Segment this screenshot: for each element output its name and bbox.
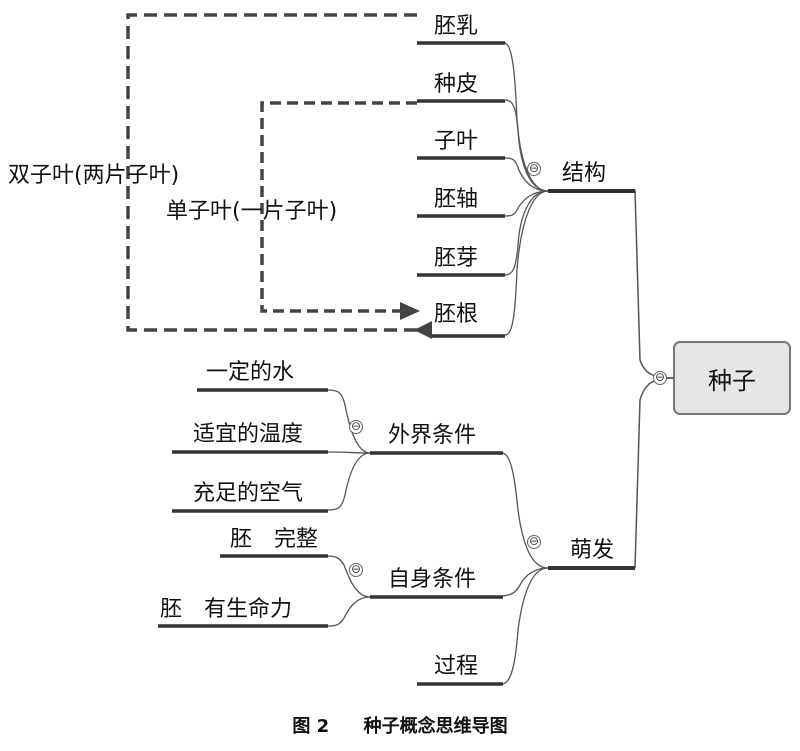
connector-root-germination — [634, 377, 674, 569]
figure-caption: 图 2 种子概念思维导图 — [0, 712, 800, 738]
leaf-air[interactable]: 充足的空气 — [193, 481, 304, 506]
annotation-dicot: 双子叶(两片子叶) — [8, 163, 180, 188]
node-hypocotyl[interactable]: 胚轴 — [434, 187, 479, 212]
branch-structure-label[interactable]: 结构 — [562, 161, 607, 186]
node-radicle[interactable]: 胚根 — [434, 302, 479, 327]
node-cotyledon[interactable]: 子叶 — [434, 129, 479, 154]
root-node[interactable]: 种子 — [673, 341, 791, 415]
caption-figure-number: 图 2 — [292, 716, 330, 737]
leaf-temperature[interactable]: 适宜的温度 — [193, 422, 304, 447]
internal-connectors — [327, 555, 371, 627]
leaf-embryo-alive[interactable]: 胚 有生命力 — [160, 597, 293, 622]
germination-connectors — [502, 452, 549, 685]
annotation-monocot: 单子叶(一片子叶) — [166, 199, 338, 224]
external-underlines — [172, 388, 328, 513]
node-seed-coat[interactable]: 种皮 — [434, 72, 479, 97]
structure-underlines — [417, 41, 505, 338]
connector-root-structure — [634, 189, 674, 379]
germination-underlines — [370, 451, 503, 686]
node-process[interactable]: 过程 — [434, 654, 479, 679]
collapse-toggle-structure[interactable]: ⊖ — [527, 161, 541, 176]
branch-germination-label[interactable]: 萌发 — [570, 538, 615, 563]
collapse-toggle-internal[interactable]: ⊖ — [349, 562, 363, 577]
internal-underlines — [158, 554, 328, 628]
node-plumule[interactable]: 胚芽 — [434, 246, 479, 271]
node-external-conditions[interactable]: 外界条件 — [388, 423, 477, 448]
structure-connectors — [504, 42, 549, 336]
dicot-dashed-arrow — [126, 13, 432, 339]
collapse-toggle-external[interactable]: ⊖ — [349, 419, 363, 434]
collapse-toggle-germination[interactable]: ⊖ — [527, 534, 541, 549]
root-label: 种子 — [708, 366, 756, 395]
collapse-toggle-root[interactable]: ⊖ — [653, 370, 667, 385]
external-connectors — [327, 389, 371, 511]
leaf-water[interactable]: 一定的水 — [206, 360, 295, 385]
leaf-embryo-intact[interactable]: 胚 完整 — [230, 527, 319, 552]
monocot-dashed-arrow — [260, 101, 420, 320]
node-internal-conditions[interactable]: 自身条件 — [388, 567, 477, 592]
caption-title: 种子概念思维导图 — [363, 716, 508, 737]
node-endosperm[interactable]: 胚乳 — [434, 14, 479, 39]
